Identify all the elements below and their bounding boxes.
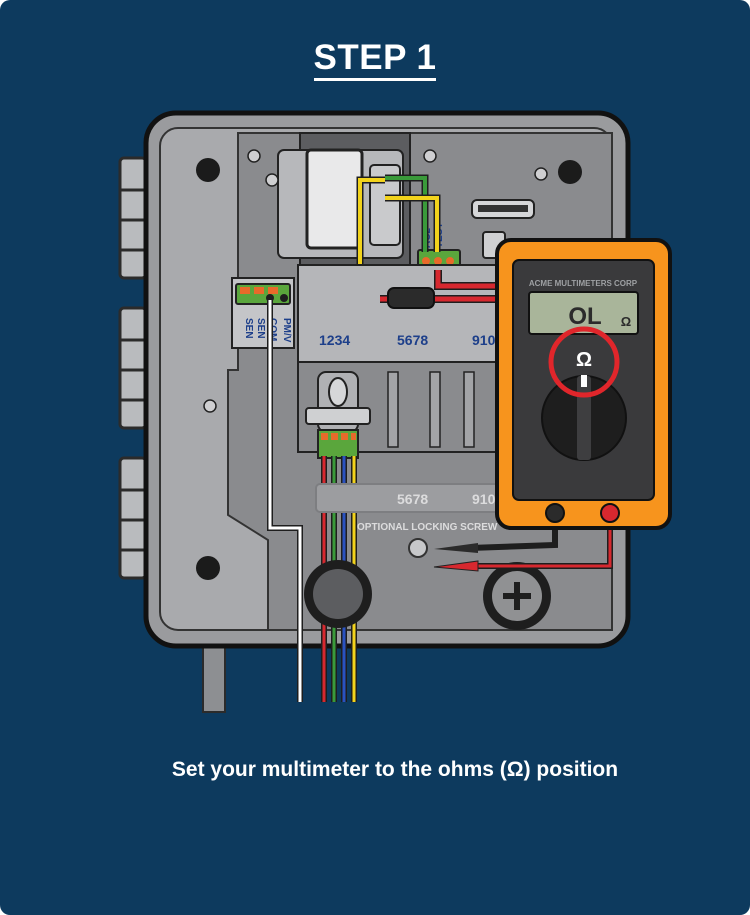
sen-label-2: SEN xyxy=(255,318,266,339)
locking-screw-label: OPTIONAL LOCKING SCREW xyxy=(357,522,498,533)
display-value: OL xyxy=(568,303,601,330)
com-jack[interactable] xyxy=(545,503,565,523)
transformer-plug xyxy=(369,164,401,246)
black-probe-lead xyxy=(469,525,558,551)
ohms-jack[interactable] xyxy=(600,503,620,523)
station-module xyxy=(297,264,499,366)
multimeter: ACME MULTIMETERS CORP OL Ω Ω xyxy=(495,238,672,530)
station-group-3: 910 xyxy=(472,332,496,348)
red-probe-lead xyxy=(470,525,612,568)
display-unit: Ω xyxy=(621,314,631,329)
red-probe xyxy=(433,560,479,572)
instruction-caption: Set your multimeter to the ohms (Ω) posi… xyxy=(171,758,619,781)
lower-group-2: 910 xyxy=(472,491,496,507)
plus-screw xyxy=(503,582,531,610)
locking-screw xyxy=(408,538,428,558)
hinges xyxy=(118,156,148,580)
station-group-1: 1234 xyxy=(319,332,350,348)
multimeter-brand: ACME MULTIMETERS CORP xyxy=(529,279,638,288)
pmv-label: PM/V xyxy=(281,318,292,343)
mounting-holes xyxy=(196,158,582,580)
conduit-cable xyxy=(202,639,226,713)
white-common-wire xyxy=(268,300,302,702)
multimeter-display xyxy=(528,291,639,335)
dial-pointer xyxy=(577,376,591,460)
lower-group-1: 5678 xyxy=(397,491,428,507)
probe-clip xyxy=(387,287,435,309)
sen-label-1: SEN xyxy=(243,318,254,339)
ohms-highlight-ring xyxy=(548,326,620,398)
ohms-dial-symbol: Ω xyxy=(576,349,592,371)
step-title: STEP 1 xyxy=(0,38,750,81)
connector-housing xyxy=(305,407,371,425)
black-probe xyxy=(434,543,478,553)
transformer xyxy=(305,148,364,250)
station-group-2: 5678 xyxy=(397,332,428,348)
